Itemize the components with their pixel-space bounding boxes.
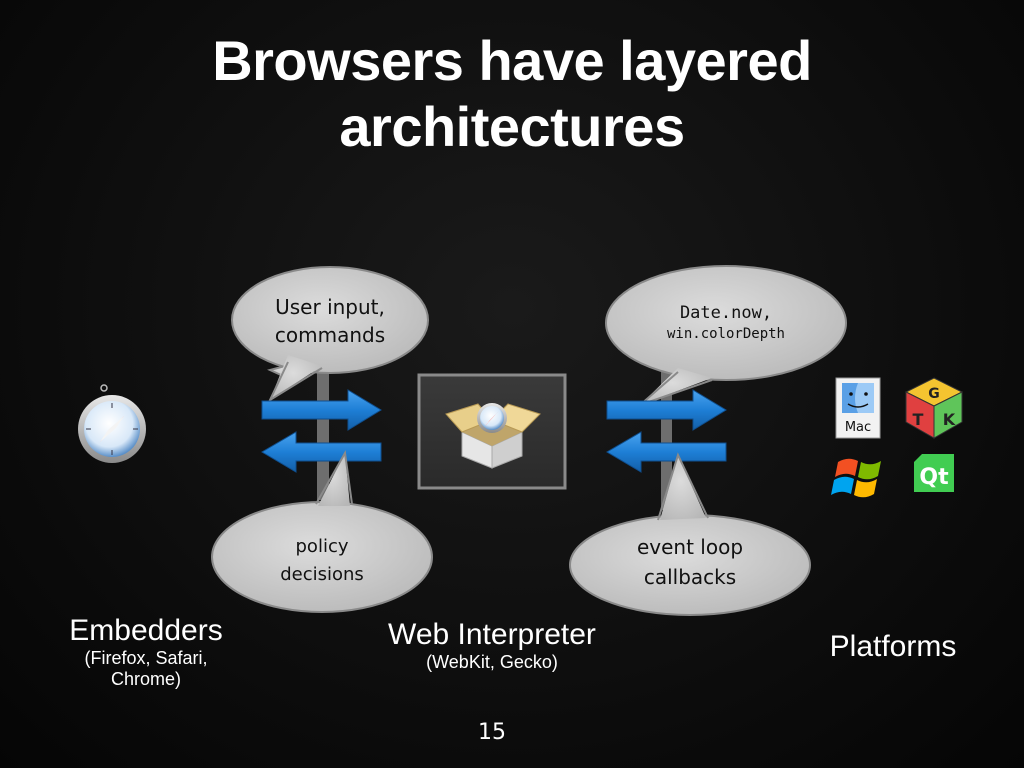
gtk-letter-k: K xyxy=(943,410,956,429)
gtk-letter-t: T xyxy=(913,410,924,429)
label-embedders-sub2: Chrome) xyxy=(110,669,181,689)
windows-logo-icon xyxy=(831,458,881,498)
right-layer-pillar xyxy=(661,372,672,510)
bubble-event-loop-text: event loop callbacks xyxy=(605,532,775,592)
package-icon xyxy=(445,403,541,469)
bubble-event-loop-line2: callbacks xyxy=(643,565,737,589)
right-arrows xyxy=(606,389,727,473)
bubble-policy-line2: decisions xyxy=(280,564,364,585)
bubble-date-now-line1: Date.now, xyxy=(679,303,773,323)
left-arrows xyxy=(261,389,382,473)
gtk-logo-icon: G T K xyxy=(904,377,964,439)
bubble-user-input-line1: User input, xyxy=(275,295,385,319)
qt-logo-text: Qt xyxy=(919,465,949,490)
arrow-left-platform-to-interpreter xyxy=(606,431,727,473)
gtk-letter-g: G xyxy=(928,386,940,402)
label-web-interpreter-main: Web Interpreter xyxy=(388,618,596,651)
label-web-interpreter-sub: (WebKit, Gecko) xyxy=(426,652,558,672)
mac-logo-text: Mac xyxy=(845,420,871,435)
slide-title-line2: architectures xyxy=(339,95,685,158)
mac-logo-icon: Mac xyxy=(835,377,881,439)
label-platforms: Platforms xyxy=(800,630,986,664)
bubble-date-now-line2: win.colorDepth xyxy=(666,326,785,342)
bubble-date-now-text: Date.now, win.colorDepth xyxy=(626,302,826,344)
arrow-right-interpreter-to-platform xyxy=(606,389,727,431)
bubble-event-loop xyxy=(569,452,811,616)
safari-compass-icon xyxy=(78,384,146,463)
label-embedders-sub1: (Firefox, Safari, xyxy=(84,648,208,668)
bubble-user-input-text: User input, commands xyxy=(255,293,405,349)
bubble-user-input xyxy=(231,266,429,403)
arrow-right-embedder-to-interpreter xyxy=(261,389,382,431)
slide-title: Browsers have layered architectures xyxy=(0,28,1024,160)
bubble-event-loop-line1: event loop xyxy=(636,535,744,559)
label-embedders: Embedders (Firefox, Safari, Chrome) xyxy=(40,614,252,690)
page-number: 15 xyxy=(478,720,506,745)
label-embedders-main: Embedders xyxy=(69,614,223,647)
left-layer-pillar xyxy=(317,368,329,500)
bubble-user-input-line2: commands xyxy=(274,323,386,347)
bubble-date-now xyxy=(605,265,847,406)
label-web-interpreter: Web Interpreter (WebKit, Gecko) xyxy=(352,618,632,673)
slide-title-line1: Browsers have layered xyxy=(212,29,812,92)
bubble-policy xyxy=(211,449,433,613)
label-platforms-main: Platforms xyxy=(829,630,957,663)
arrow-left-interpreter-to-embedder xyxy=(261,431,382,473)
bubble-policy-line1: policy xyxy=(295,536,349,557)
bubble-policy-text: policy decisions xyxy=(247,533,397,589)
qt-logo-icon: Qt xyxy=(914,454,954,492)
web-interpreter-box xyxy=(417,373,567,490)
